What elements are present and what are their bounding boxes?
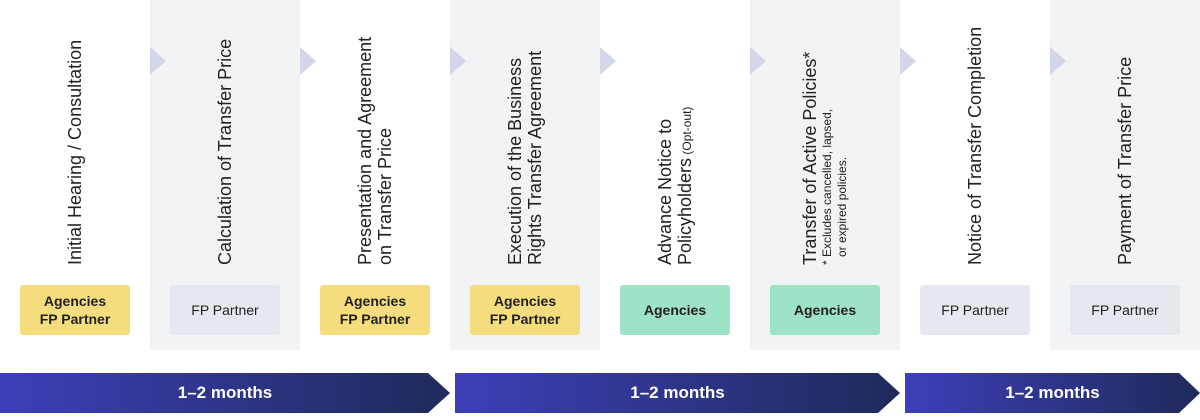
chevron-right-icon xyxy=(900,47,916,75)
chevron-right-icon xyxy=(300,47,316,75)
role-label: FP Partner xyxy=(339,311,411,327)
chevron-right-icon xyxy=(450,47,466,75)
step-1-title: Initial Hearing / Consultation xyxy=(64,39,85,265)
role-label: Agencies xyxy=(643,301,707,318)
duration-band-2: 1–2 months xyxy=(455,373,900,413)
step-6-note: * Excludes cancelled, lapsed, xyxy=(820,108,835,265)
step-2-badge: FP Partner xyxy=(170,285,280,335)
step-5-title: Advance Notice to xyxy=(654,118,675,265)
step-6-badge: Agencies xyxy=(770,285,880,335)
step-7-badge: FP Partner xyxy=(920,285,1030,335)
step-5-title-line2-main: Policyholders xyxy=(675,157,695,265)
step-6: Transfer of Active Policies* * Excludes … xyxy=(750,0,900,350)
chevron-right-icon xyxy=(1050,47,1066,75)
duration-label: 1–2 months xyxy=(630,383,725,402)
role-label: FP Partner xyxy=(39,311,111,327)
step-4-title: Execution of the Business xyxy=(504,57,525,265)
step-7: Notice of Transfer Completion FP Partner xyxy=(900,0,1050,350)
chevron-right-icon xyxy=(750,47,766,75)
role-label: FP Partner xyxy=(1091,301,1159,318)
step-6-title: Transfer of Active Policies* xyxy=(799,51,820,265)
role-label: Agencies xyxy=(793,301,857,318)
step-5-title-line2: Policyholders (Opt-out) xyxy=(675,107,695,265)
band-arrow-shape xyxy=(0,373,450,413)
step-3-badge: Agencies FP Partner xyxy=(320,285,430,335)
role-label: Agencies xyxy=(493,292,557,309)
band-arrow-shape xyxy=(455,373,900,413)
step-5-badge: Agencies xyxy=(620,285,730,335)
step-7-title: Notice of Transfer Completion xyxy=(964,26,985,265)
role-label: FP Partner xyxy=(489,311,561,327)
role-label: FP Partner xyxy=(191,301,259,318)
step-1-badge: Agencies FP Partner xyxy=(20,285,130,335)
chevron-right-icon xyxy=(150,47,166,75)
step-2-title: Calculation of Transfer Price xyxy=(214,38,235,265)
step-2: Calculation of Transfer Price FP Partner xyxy=(150,0,300,350)
step-3-title: Presentation and Agreement xyxy=(354,36,375,265)
chevron-right-icon xyxy=(600,47,616,75)
band-arrow-shape xyxy=(905,373,1200,413)
role-label: Agencies xyxy=(43,292,107,309)
duration-band-1: 1–2 months xyxy=(0,373,450,413)
duration-label: 1–2 months xyxy=(1005,383,1100,402)
step-3-title-line2: on Transfer Price xyxy=(375,127,395,265)
step-1: Initial Hearing / Consultation Agencies … xyxy=(0,0,150,350)
step-8-badge: FP Partner xyxy=(1070,285,1180,335)
step-4-badge: Agencies FP Partner xyxy=(470,285,580,335)
step-4-title-line2: Rights Transfer Agreement xyxy=(525,50,545,265)
step-6-note-line2: or expired policies. xyxy=(835,156,850,257)
step-4: Execution of the Business Rights Transfe… xyxy=(450,0,600,350)
step-8: Payment of Transfer Price FP Partner xyxy=(1050,0,1200,350)
step-3: Presentation and Agreement on Transfer P… xyxy=(300,0,450,350)
step-5: Advance Notice to Policyholders (Opt-out… xyxy=(600,0,750,350)
process-steps: Initial Hearing / Consultation Agencies … xyxy=(0,0,1200,350)
opt-out-label: (Opt-out) xyxy=(680,106,694,158)
step-8-title: Payment of Transfer Price xyxy=(1114,56,1135,265)
duration-band-3: 1–2 months xyxy=(905,373,1200,413)
duration-label: 1–2 months xyxy=(177,383,273,402)
role-label: Agencies xyxy=(343,292,407,309)
role-label: FP Partner xyxy=(941,301,1009,318)
